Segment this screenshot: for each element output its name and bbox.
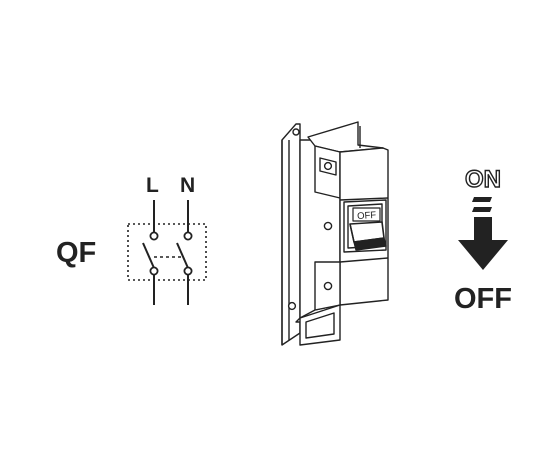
enclosure-dotted-box <box>127 223 207 281</box>
on-off-indicator: ON OFF <box>454 165 512 315</box>
qf-schematic: QF L N <box>56 174 207 305</box>
on-label: ON <box>465 166 501 193</box>
pole-n <box>176 200 193 305</box>
terminal-label-n: N <box>180 174 195 197</box>
circuit-breaker-illustration: OFF <box>281 121 389 346</box>
terminal-label-l: L <box>146 174 159 197</box>
down-arrow-icon <box>458 197 508 270</box>
din-rail <box>281 123 301 346</box>
off-label: OFF <box>454 283 512 315</box>
device-label-qf: QF <box>56 237 96 269</box>
toggle-off-label: OFF <box>357 210 377 222</box>
pole-l <box>142 200 159 305</box>
